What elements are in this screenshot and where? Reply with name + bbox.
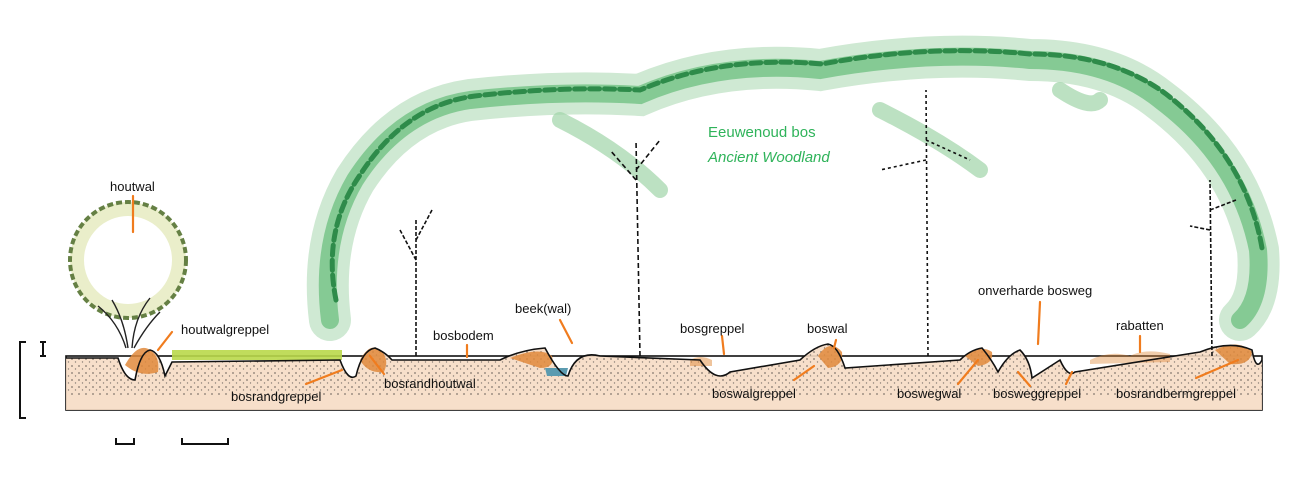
canopy [328,51,1262,320]
label-bosrandgreppel: bosrandgreppel [231,389,321,404]
label-boswegwal: boswegwal [897,386,961,401]
tree-trunks [400,90,1236,356]
label-rabatten: rabatten [1116,318,1164,333]
label-bosweggreppel: bosweggreppel [993,386,1081,401]
label-bosbodem: bosbodem [433,328,494,343]
houtwal-shrub [70,202,186,348]
label-bosrandhoutwal: bosrandhoutwal [384,376,476,391]
label-bosgreppel: bosgreppel [680,321,744,336]
label-onverharde-bosweg: onverharde bosweg [978,283,1092,298]
label-houtwalgreppel: houtwalgreppel [181,322,269,337]
grass-strip [172,350,342,360]
vertical-scale-bar [20,342,46,418]
label-boswal: boswal [807,321,847,336]
label-boswalgreppel: boswalgreppel [712,386,796,401]
title-dutch: Eeuwenoud bos [708,124,816,141]
label-houtwal: houtwal [110,179,155,194]
label-beekwal: beek(wal) [515,301,571,316]
label-bosrandbermgreppel: bosrandbermgreppel [1116,386,1236,401]
horizontal-scale-bar [116,438,228,444]
title-english: Ancient Woodland [708,149,830,166]
